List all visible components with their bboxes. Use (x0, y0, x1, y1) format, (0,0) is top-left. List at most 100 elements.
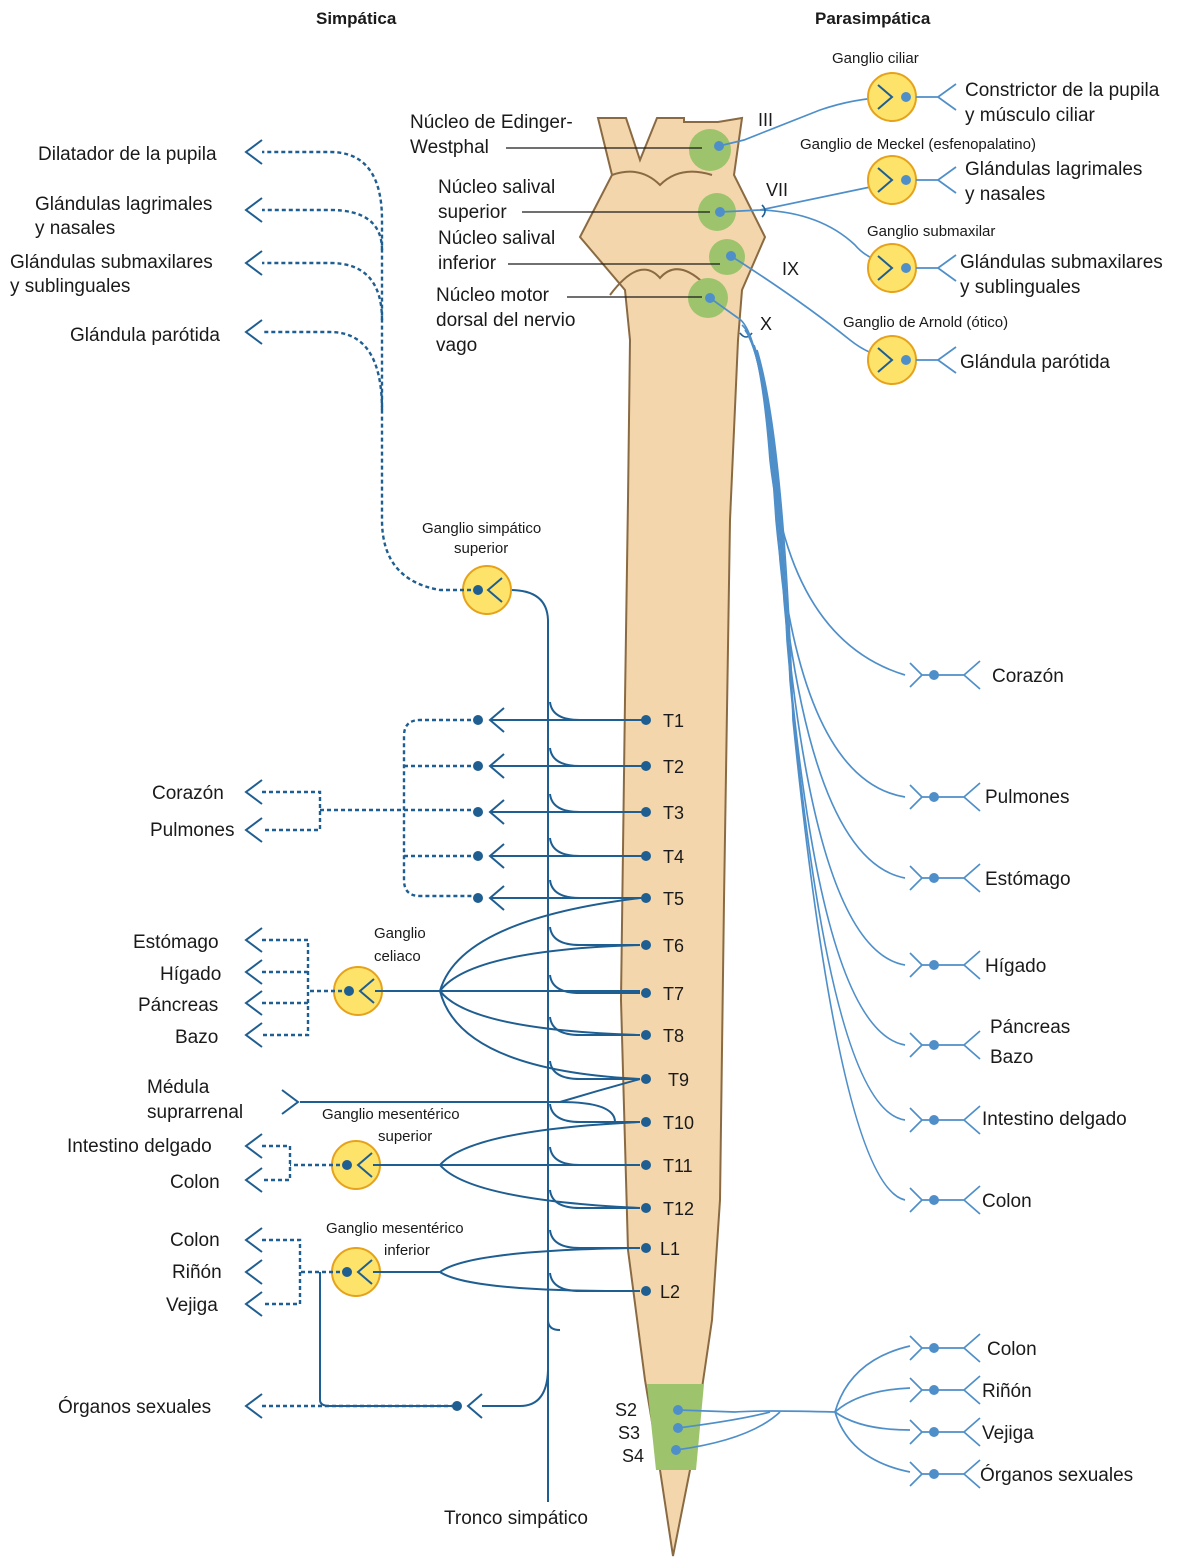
symp-head-receptor-2 (246, 251, 262, 275)
ganglio-mes-sup-label-1: Ganglio mesentérico (322, 1106, 460, 1123)
symp-thorax-receptor-1 (246, 818, 262, 842)
symp-target-parotida: Glándula parótida (70, 325, 220, 346)
symp-target-sexuales: Órganos sexuales (58, 1396, 211, 1418)
segment-S3: S3 (618, 1423, 640, 1443)
segment-T8: T8 (663, 1026, 684, 1046)
symp-target-estomago: Estómago (133, 932, 219, 953)
symp-sex-receptor (246, 1394, 262, 1418)
para-target-pupila-2: y músculo ciliar (965, 105, 1096, 126)
ganglio-celiaco-label-2: celiaco (374, 948, 421, 965)
nucleus-vago-label-3: vago (436, 335, 477, 356)
para-target-lagrimales-1: Glándulas lagrimales (965, 159, 1142, 180)
symp-target-pupila: Dilatador de la pupila (38, 144, 217, 165)
segment-dot-L1 (641, 1243, 651, 1253)
ganglio-meckel (868, 156, 956, 204)
segment-dot-L2 (641, 1286, 651, 1296)
nucleus-vago-label-2: dorsal del nervio (436, 310, 575, 331)
ganglio-submaxilar (868, 244, 956, 292)
sacral-target-vejiga: Vejiga (982, 1423, 1034, 1444)
symp-celiac-receptor-2 (246, 991, 262, 1015)
symp-celiac-receptor-0 (246, 928, 262, 952)
segment-T2: T2 (663, 757, 684, 777)
ganglio-ciliar (868, 73, 956, 121)
segment-dot-T7 (641, 988, 651, 998)
segment-dot-T9 (641, 1074, 651, 1084)
sympathetic-header: Simpática (316, 9, 397, 28)
symp-target-lagrimales-2: y nasales (35, 218, 115, 239)
para-target-pulmones: Pulmones (985, 787, 1070, 808)
sacral-synapses (910, 1334, 980, 1488)
para-target-lagrimales-2: y nasales (965, 184, 1045, 205)
vagal-synapse-5 (929, 1115, 939, 1125)
segment-T1: T1 (663, 711, 684, 731)
symp-target-corazon: Corazón (152, 783, 224, 804)
para-target-pupila-1: Constrictor de la pupila (965, 80, 1160, 101)
symp-head-receptor-1 (246, 198, 262, 222)
segment-T9: T9 (668, 1070, 689, 1090)
symp-celiac-receptor-3 (246, 1023, 262, 1047)
segment-T12: T12 (663, 1199, 694, 1219)
ganglio-meckel-label: Ganglio de Meckel (esfenopalatino) (800, 136, 1036, 153)
vagal-synapse-6 (929, 1195, 939, 1205)
para-target-intestino: Intestino delgado (982, 1109, 1127, 1130)
vagal-synapse-0 (929, 670, 939, 680)
nucleus-edinger-label-1: Núcleo de Edinger- (410, 112, 573, 133)
sacral-synapse-1 (929, 1385, 939, 1395)
symp-target-pulmones: Pulmones (150, 820, 235, 841)
sympathetic-trunk (510, 590, 548, 1502)
symp-target-submax-1: Glándulas submaxilares (10, 252, 213, 273)
nucleus-salival-sup-label-2: superior (438, 202, 507, 223)
vagal-synapse-2 (929, 873, 939, 883)
segment-dot-T11 (641, 1160, 651, 1170)
para-target-submax-2: y sublinguales (960, 277, 1080, 298)
sacral-target-colon: Colon (987, 1339, 1037, 1360)
segment-T5: T5 (663, 889, 684, 909)
segment-T4: T4 (663, 847, 684, 867)
symp-head-receptor-0 (246, 140, 262, 164)
symp-target-lagrimales-1: Glándulas lagrimales (35, 194, 212, 215)
segment-T11: T11 (663, 1156, 693, 1176)
symp-target-pancreas: Páncreas (138, 995, 218, 1016)
sacral-target-organos: Órganos sexuales (980, 1464, 1133, 1486)
segment-L1: L1 (660, 1239, 680, 1259)
symp-mes-inf-receptor-1 (246, 1260, 262, 1284)
ganglio-ciliar-label: Ganglio ciliar (832, 50, 919, 67)
symp-thorax-receptor-0 (246, 780, 262, 804)
nucleus-salival-inf-label-2: inferior (438, 253, 497, 274)
sacral-target-rinon: Riñón (982, 1381, 1032, 1402)
parasympathetic-sacral (671, 1346, 910, 1472)
symp-head-receptor-3 (246, 320, 262, 344)
segment-dot-T6 (641, 940, 651, 950)
segment-dot-T8 (641, 1030, 651, 1040)
para-target-estomago: Estómago (985, 869, 1071, 890)
para-target-colon: Colon (982, 1191, 1032, 1212)
symp-target-colon-2: Colon (170, 1230, 220, 1251)
symp-target-rinon: Riñón (172, 1262, 222, 1283)
symp-target-medula-1: Médula (147, 1077, 210, 1098)
vagal-synapse-1 (929, 792, 939, 802)
nerve-X-label: X (760, 314, 772, 334)
nucleus-salival-sup-label-1: Núcleo salival (438, 177, 555, 198)
ganglio-mes-inf-label-2: inferior (384, 1242, 430, 1259)
spinal-cord (580, 118, 765, 1556)
nucleus-edinger-label-2: Westphal (410, 137, 489, 158)
symp-target-medula-2: suprarrenal (147, 1102, 243, 1123)
segment-dot-T12 (641, 1203, 651, 1213)
segment-T7: T7 (663, 984, 684, 1004)
vagal-synapse-3 (929, 960, 939, 970)
ganglio-arnold-label: Ganglio de Arnold (ótico) (843, 314, 1008, 331)
sacral-synapse-3 (929, 1469, 939, 1479)
parasympathetic-header: Parasimpática (815, 9, 931, 28)
ganglio-mes-sup-label-2: superior (378, 1128, 432, 1145)
para-target-bazo: Bazo (990, 1047, 1033, 1068)
nucleus-vago-label-1: Núcleo motor (436, 285, 550, 306)
symp-target-colon-1: Colon (170, 1172, 220, 1193)
para-target-higado: Hígado (985, 956, 1046, 977)
nucleus-salival-inf-label-1: Núcleo salival (438, 228, 555, 249)
nerve-IX-label: IX (782, 259, 799, 279)
ganglio-celiaco-label-1: Ganglio (374, 925, 426, 942)
segment-T3: T3 (663, 803, 684, 823)
segment-T6: T6 (663, 936, 684, 956)
segment-T10: T10 (663, 1113, 694, 1133)
